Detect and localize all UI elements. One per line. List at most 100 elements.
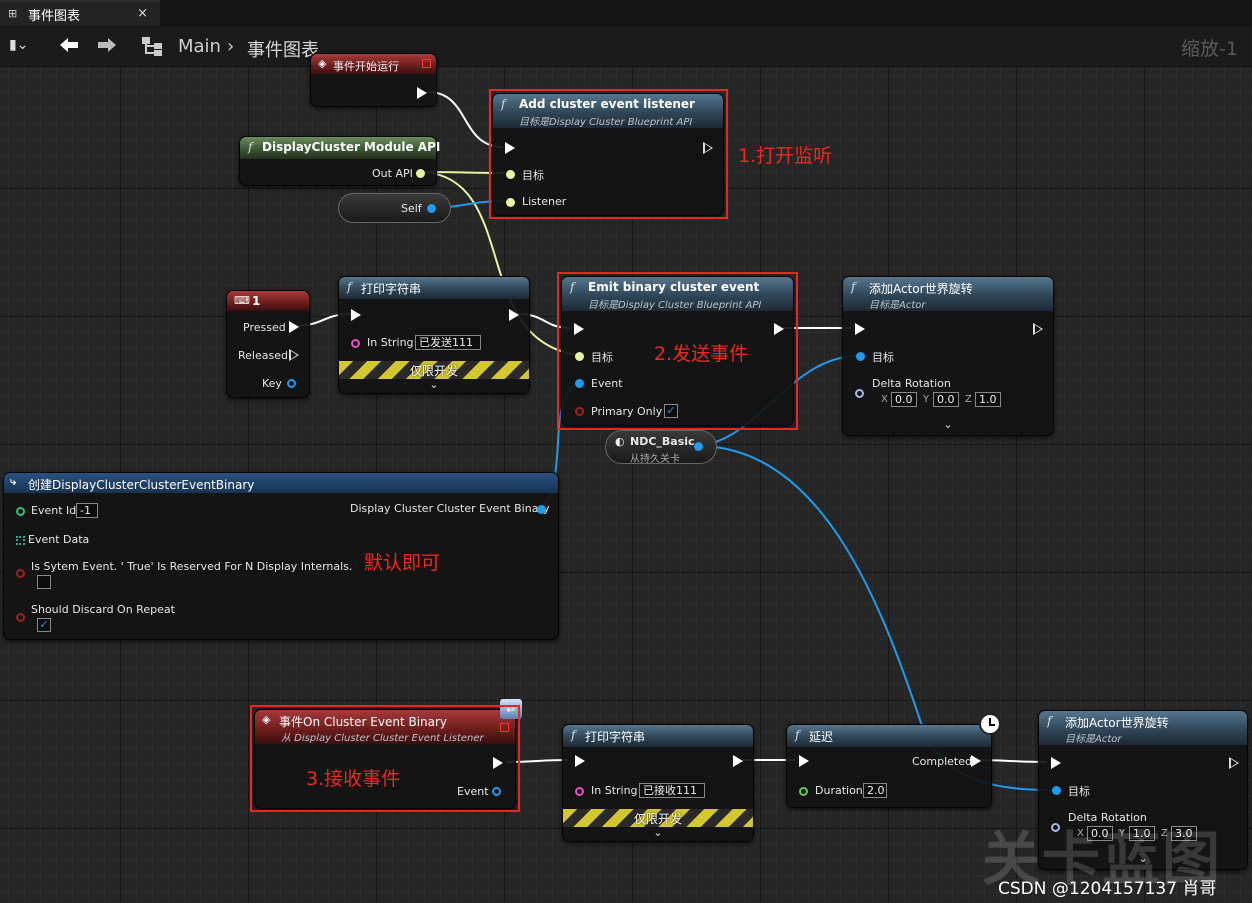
event-id-field[interactable]: -1: [76, 503, 98, 518]
exec-out-pin[interactable]: [417, 87, 427, 99]
node-add-rotation-2[interactable]: f 添加Actor世界旋转 目标是Actor 目标 Delta Rotation…: [1038, 710, 1248, 870]
discard-checkbox[interactable]: ✓: [37, 618, 51, 632]
node-print-string-1[interactable]: f 打印字符串 In String 已发送111 仅限开发 ⌄: [338, 276, 530, 394]
self-label: Self: [401, 202, 422, 215]
exec-out-pin[interactable]: [733, 755, 743, 767]
target-pin[interactable]: [575, 352, 584, 361]
target-pin[interactable]: [506, 170, 515, 179]
tab-event-graph[interactable]: ⊞ 事件图表 ×: [0, 0, 160, 26]
pressed-exec-pin[interactable]: [289, 321, 299, 333]
pin-label: Should Discard On Repeat: [31, 603, 175, 616]
out-api-pin[interactable]: [416, 169, 425, 178]
rotation-x-field[interactable]: 0.0: [1087, 826, 1113, 841]
event-pin[interactable]: [492, 787, 501, 796]
function-icon: f: [795, 728, 800, 742]
duration-pin[interactable]: [799, 787, 808, 796]
target-pin[interactable]: [856, 352, 865, 361]
exec-out-pin[interactable]: [703, 142, 713, 154]
pin-label: Display Cluster Cluster Event Binary: [350, 502, 550, 515]
exec-out-pin[interactable]: [1229, 757, 1239, 769]
node-ndc-basic[interactable]: ◐ NDC_Basic 从持久关卡: [605, 430, 717, 465]
tab-bar: ⊞ 事件图表 ×: [0, 0, 1252, 26]
primary-only-checkbox[interactable]: ✓: [664, 404, 678, 418]
event-id-pin[interactable]: [16, 507, 25, 516]
exec-in-pin[interactable]: [855, 323, 865, 335]
exec-in-pin[interactable]: [574, 323, 584, 335]
primary-only-pin[interactable]: [575, 407, 584, 416]
rotation-y-field[interactable]: 1.0: [1129, 826, 1155, 841]
back-arrow-icon[interactable]: [58, 36, 80, 54]
in-string-pin[interactable]: [351, 339, 360, 348]
exec-out-pin[interactable]: [774, 323, 784, 335]
discard-pin[interactable]: [16, 613, 25, 622]
in-string-field[interactable]: 已发送111: [415, 335, 481, 350]
exec-in-pin[interactable]: [799, 755, 809, 767]
event-data-pin[interactable]: [16, 536, 25, 545]
struct-icon: ⤷: [10, 475, 17, 488]
pin-label: Primary Only: [591, 405, 663, 418]
breadcrumb-main[interactable]: Main: [178, 36, 221, 57]
is-system-pin[interactable]: [16, 569, 25, 578]
chevron-down-icon[interactable]: ⌄: [943, 418, 953, 431]
rotation-z-field[interactable]: 1.0: [975, 392, 1001, 407]
rotation-y-field[interactable]: 0.0: [933, 392, 959, 407]
node-make-event-binary[interactable]: ⤷ 创建DisplayClusterClusterEventBinary Eve…: [3, 472, 559, 640]
keyboard-icon: ⌨: [234, 294, 250, 307]
node-emit-event[interactable]: f Emit binary cluster event 目标是Display C…: [561, 276, 794, 426]
node-header: f 延迟: [787, 725, 991, 747]
key-pin[interactable]: [287, 379, 296, 388]
rotation-z-field[interactable]: 3.0: [1171, 826, 1197, 841]
exec-out-pin[interactable]: [493, 757, 503, 769]
in-string-field[interactable]: 已接收111: [639, 783, 705, 798]
completed-exec-pin[interactable]: [971, 755, 981, 767]
target-pin[interactable]: [1052, 786, 1061, 795]
bookmark-icon[interactable]: ▮⌄: [9, 37, 29, 53]
in-string-pin[interactable]: [575, 787, 584, 796]
released-exec-pin[interactable]: [289, 349, 299, 361]
node-title: 打印字符串: [361, 282, 422, 296]
node-title: 延迟: [809, 730, 834, 744]
node-header: f DisplayCluster Module API: [240, 137, 440, 159]
node-self[interactable]: Self: [338, 193, 451, 223]
node-key-1[interactable]: ⌨ 1 Pressed Released Key: [226, 290, 310, 398]
node-on-cluster-event[interactable]: ◈ 事件On Cluster Event Binary 从 Display Cl…: [254, 709, 516, 809]
axis-label: X: [881, 394, 888, 405]
exec-in-pin[interactable]: [575, 755, 585, 767]
chevron-down-icon[interactable]: ⌄: [429, 378, 439, 391]
function-icon: f: [501, 97, 506, 111]
node-title: 添加Actor世界旋转: [1065, 716, 1169, 730]
chevron-down-icon[interactable]: ⌄: [1138, 852, 1148, 865]
node-delay[interactable]: f 延迟 Completed Duration 2.0: [786, 724, 992, 808]
chevron-down-icon[interactable]: ⌄: [653, 826, 663, 839]
duration-field[interactable]: 2.0: [863, 783, 887, 798]
axis-label: Y: [923, 394, 930, 405]
node-add-listener[interactable]: f Add cluster event listener 目标是Display …: [492, 93, 724, 216]
self-pin[interactable]: [427, 204, 436, 213]
exec-out-pin[interactable]: [509, 309, 519, 321]
forward-arrow-icon[interactable]: [96, 36, 118, 54]
node-add-rotation-1[interactable]: f 添加Actor世界旋转 目标是Actor 目标 Delta Rotation…: [842, 276, 1054, 436]
delta-rotation-pin[interactable]: [855, 389, 864, 398]
output-delegate-icon: [500, 723, 509, 732]
node-begin-play[interactable]: ◈ 事件开始运行: [310, 53, 437, 107]
rotation-x-field[interactable]: 0.0: [891, 392, 917, 407]
exec-in-pin[interactable]: [351, 309, 361, 321]
exec-out-pin[interactable]: [1033, 323, 1043, 335]
zoom-level: 缩放-1: [1181, 38, 1238, 60]
delta-rotation-pin[interactable]: [1051, 823, 1060, 832]
exec-in-pin[interactable]: [505, 142, 515, 154]
pin-label: Event: [591, 377, 623, 390]
node-title: DisplayCluster Module API: [262, 140, 441, 154]
event-pin[interactable]: [575, 379, 584, 388]
close-icon[interactable]: ×: [137, 6, 148, 21]
node-print-string-2[interactable]: f 打印字符串 In String 已接收111 仅限开发 ⌄: [562, 724, 754, 842]
event-binary-out-pin[interactable]: [537, 505, 546, 514]
listener-pin[interactable]: [506, 198, 515, 207]
node-header: f 添加Actor世界旋转 目标是Actor: [843, 277, 1053, 311]
ndc-out-pin[interactable]: [694, 442, 703, 451]
exec-in-pin[interactable]: [1051, 757, 1061, 769]
is-system-checkbox[interactable]: [37, 575, 51, 589]
function-icon: f: [570, 280, 575, 294]
node-title: Emit binary cluster event: [588, 280, 760, 294]
node-module-api[interactable]: f DisplayCluster Module API Out API: [239, 136, 440, 186]
